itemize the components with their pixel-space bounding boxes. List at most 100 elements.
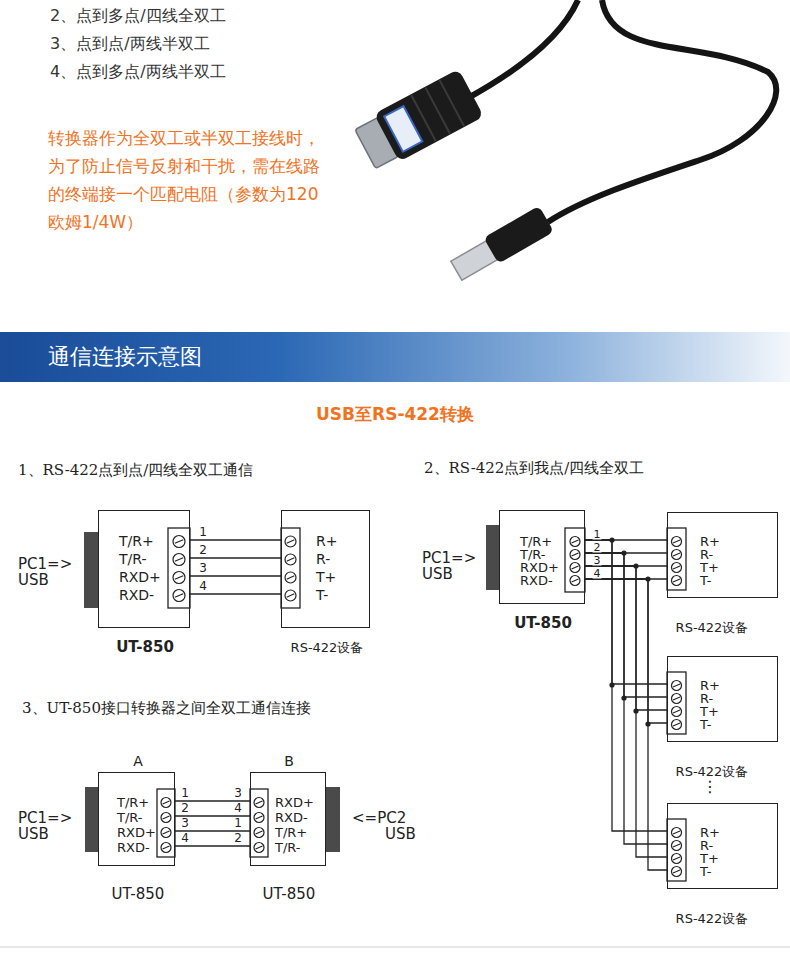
terminal-housing <box>565 528 585 592</box>
diagram-heading: 3、UT-850接口转换器之间全双工通信连接 <box>22 698 311 718</box>
port-label: USB <box>18 572 49 588</box>
terminal-housing <box>281 528 300 608</box>
pin-label: R- <box>700 692 713 705</box>
list-item: 3、点到点/两线半双工 <box>50 34 210 54</box>
screw <box>254 843 264 853</box>
screw <box>254 798 264 808</box>
ellipsis-mark: ⋮ <box>702 778 718 796</box>
screw <box>254 828 264 838</box>
unit-letter: B <box>284 754 294 768</box>
terminal-housing <box>667 819 686 881</box>
terminal-housing <box>667 528 686 590</box>
screw-slot <box>673 844 680 847</box>
pin-label: R+ <box>700 679 720 692</box>
cable <box>468 0 578 98</box>
pin-label: T/R+ <box>119 534 154 548</box>
ridge <box>440 80 464 126</box>
pin-label: T/R+ <box>520 535 552 548</box>
screw-slot <box>287 576 295 579</box>
screw-slot <box>673 553 680 556</box>
pin-label: RXD- <box>117 841 150 854</box>
model-caption: UT-850 <box>263 887 316 902</box>
pin-label: RXD+ <box>119 570 161 584</box>
wire-number: 4 <box>198 580 208 592</box>
diagram-heading: 2、RS-422点到我点/四线全双工 <box>424 458 644 478</box>
wire <box>585 566 667 710</box>
screw <box>672 563 682 573</box>
screw-slot <box>175 558 183 562</box>
pin-label: R+ <box>316 534 337 548</box>
pin-label: T/R- <box>117 811 143 824</box>
pin-label: T/R- <box>275 841 301 854</box>
screw <box>672 867 682 877</box>
device-caption: RS-422设备 <box>676 765 749 778</box>
screw <box>161 813 171 823</box>
screw-slot <box>572 540 579 543</box>
port-label: PC1=> <box>18 556 72 572</box>
device-box: AT/R+T/R-RXD+RXD-UT-850 <box>98 772 175 866</box>
screw <box>672 550 682 560</box>
screw <box>285 572 296 583</box>
port-label: USB <box>385 826 416 842</box>
model-caption: UT-850 <box>116 640 174 655</box>
device-caption: RS-422设备 <box>676 621 749 634</box>
terminal-block <box>250 789 268 857</box>
screw <box>173 590 185 602</box>
device-box: R+R-T+T-RS-422设备 <box>281 510 370 628</box>
usb-plug <box>449 206 554 284</box>
screw-slot <box>163 831 170 834</box>
screw <box>173 554 185 566</box>
terminal-block <box>667 819 686 881</box>
screw-slot <box>163 846 170 849</box>
wire-number: 1 <box>180 787 190 799</box>
terminal-block <box>281 528 300 608</box>
list-item: 4、点到多点/两线半双工 <box>50 62 226 82</box>
device-box: R+R-T+T-RS-422设备 <box>667 656 778 742</box>
screw <box>173 536 185 548</box>
screw-slot <box>287 540 295 543</box>
screw-slot <box>673 710 680 713</box>
cable-photo <box>353 0 777 284</box>
screw-slot <box>163 801 170 804</box>
wire-number: 1 <box>233 817 243 829</box>
wire-number: 4 <box>180 832 190 844</box>
wire <box>175 845 250 846</box>
pin-label: R+ <box>700 826 720 839</box>
screw-slot <box>673 831 680 834</box>
screw <box>570 563 580 573</box>
pin-label: T/R- <box>520 548 546 561</box>
screw-slot <box>673 723 680 726</box>
screw <box>285 554 296 565</box>
terminal-housing <box>667 672 686 734</box>
screw <box>254 813 264 823</box>
wire <box>585 553 667 697</box>
converter-body <box>353 69 484 173</box>
screw <box>672 720 682 730</box>
sticker <box>384 106 422 152</box>
pin-label: R+ <box>700 535 720 548</box>
screw-slot <box>256 816 263 819</box>
terminal-housing <box>250 789 268 857</box>
terminal-housing <box>168 528 190 608</box>
screw-slot <box>287 558 295 561</box>
wire-number: 4 <box>593 567 602 578</box>
screw-slot <box>163 816 170 819</box>
screw-slot <box>673 579 680 582</box>
screw-slot <box>572 553 579 556</box>
pin-label: RXD+ <box>275 796 314 809</box>
terminal-block <box>157 789 175 857</box>
screw <box>672 576 682 586</box>
wire <box>190 575 281 576</box>
screw-slot <box>175 540 183 544</box>
screw-slot <box>673 540 680 543</box>
pin-label: T- <box>700 865 711 878</box>
diagram-heading: 1、RS-422点到点/四线全双工通信 <box>18 460 253 480</box>
port-label: USB <box>422 566 453 582</box>
wire-number: 2 <box>198 544 208 556</box>
usb-shell <box>484 206 554 264</box>
device-box: R+R-T+T-RS-422设备 <box>667 803 778 889</box>
model-caption: UT-850 <box>514 616 572 631</box>
pin-label: T+ <box>700 852 719 865</box>
wire <box>585 579 667 723</box>
wire <box>190 539 281 540</box>
